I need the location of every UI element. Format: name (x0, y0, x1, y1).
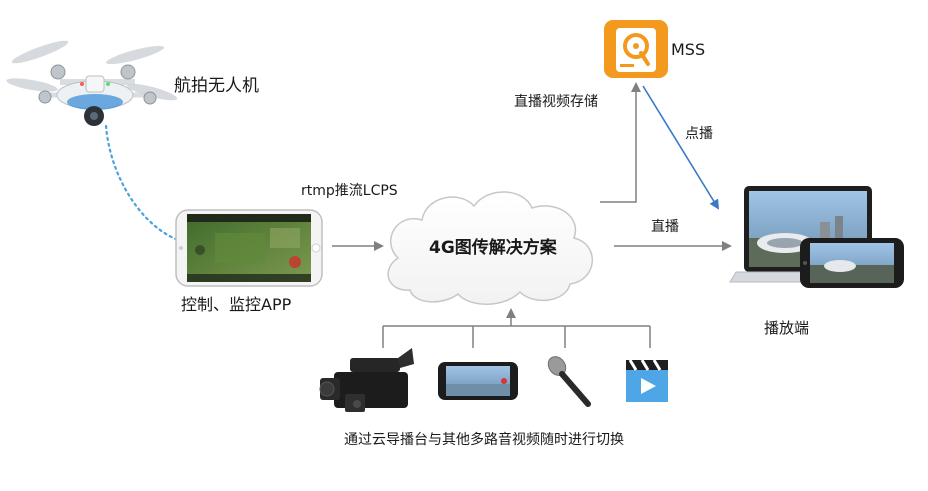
rtmp-label: rtmp推流LCPS (301, 183, 398, 199)
drone-to-app-link (104, 124, 180, 242)
mss-to-player-arrow (642, 85, 720, 210)
app-label: 控制、监控APP (181, 295, 292, 314)
drone-label: 航拍无人机 (174, 76, 259, 96)
cloud-icon (387, 191, 593, 305)
clapperboard-icon (626, 359, 668, 402)
storage-label: 直播视频存储 (514, 94, 598, 110)
video-camera-icon (319, 348, 414, 412)
phone-app-icon (175, 209, 323, 287)
drone-icon (6, 40, 178, 126)
switch-caption: 通过云导播台与其他多路音视频随时进行切换 (344, 432, 624, 448)
microphone-icon (547, 356, 591, 407)
phone-player-icon (800, 238, 904, 288)
tablet-icon (438, 362, 518, 400)
cloud-label: 4G图传解决方案 (429, 238, 557, 258)
vod-label: 点播 (685, 126, 713, 142)
mss-label: MSS (671, 40, 706, 59)
mss-storage-icon (604, 20, 668, 78)
cloud-to-mss-arrow (600, 82, 641, 203)
sources-connector (382, 308, 651, 348)
live-label: 直播 (651, 219, 679, 235)
player-label: 播放端 (764, 319, 810, 337)
